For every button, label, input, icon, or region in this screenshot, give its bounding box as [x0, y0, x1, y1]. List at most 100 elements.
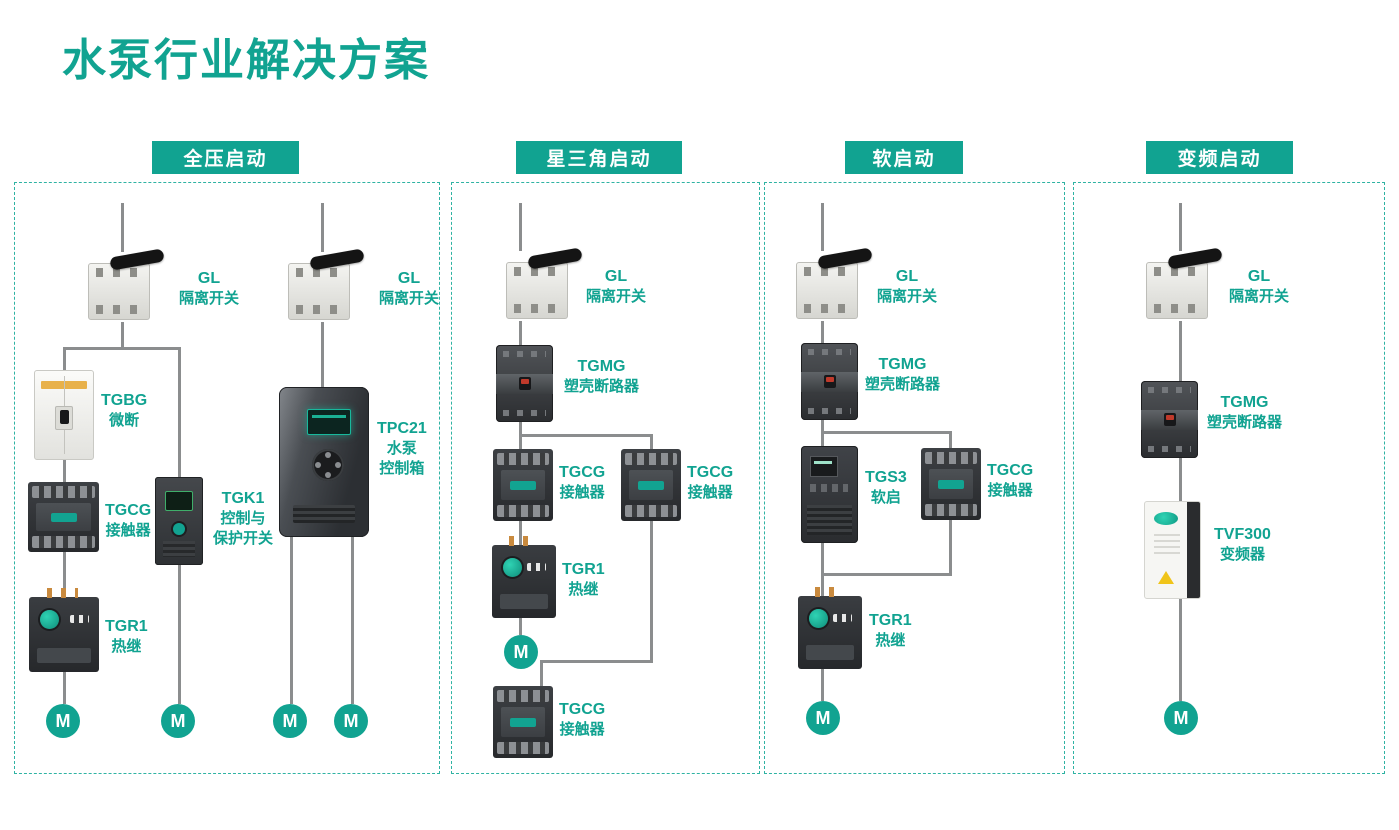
- tgs3-soft-starter: [801, 446, 858, 543]
- connector-line: [321, 322, 324, 387]
- connector-line: [650, 434, 653, 449]
- contactor-terminals: [497, 690, 549, 702]
- connector-line: [351, 537, 354, 704]
- connector-line: [519, 321, 522, 347]
- tgcg-contactor: [493, 686, 553, 758]
- connector-line: [519, 618, 522, 635]
- tgcg-contactor: [493, 449, 553, 521]
- brand-logo: [1154, 512, 1178, 525]
- contactor-terminals: [32, 486, 95, 498]
- header-star-delta-start: 星三角启动: [516, 141, 682, 174]
- terminal-pins: [47, 588, 78, 598]
- vent-grille: [293, 505, 355, 523]
- gl-isolation-switch: [86, 248, 165, 322]
- connector-line: [821, 431, 824, 446]
- panel-soft-start: GL 隔离开关 TGMG 塑壳断路器 TGS3 软启: [764, 182, 1065, 774]
- connector-line: [290, 537, 293, 704]
- label-tvf300: TVF300 变频器: [1214, 526, 1271, 563]
- label-tgcg: TGCG 接触器: [987, 462, 1034, 499]
- display-screen: [165, 491, 193, 511]
- connector-line: [821, 573, 824, 596]
- connector-line: [821, 203, 824, 251]
- tgr1-thermal-relay: [798, 587, 862, 669]
- tgbg-mini-breaker: [34, 370, 94, 460]
- terminal-pins: [508, 536, 537, 546]
- connector-line: [540, 660, 653, 663]
- connector-line: [821, 420, 824, 431]
- connector-line: [178, 347, 181, 477]
- connector-line: [519, 434, 522, 449]
- brand-plate: [938, 480, 964, 489]
- panel-full-voltage-start: GL 隔离开关 TGBG 微断 TGCG 接触器: [14, 182, 440, 774]
- terminal-strip: [804, 304, 848, 313]
- tpc21-pump-control-box: [279, 387, 369, 537]
- label-gl: GL 隔离开关: [179, 270, 240, 307]
- page-title: 水泵行业解决方案: [62, 36, 430, 85]
- tgcg-contactor: [28, 482, 99, 552]
- motor-node: M: [806, 701, 840, 735]
- connector-line: [821, 431, 952, 434]
- brand-plate: [510, 718, 536, 727]
- connector-line: [63, 460, 66, 482]
- label-tgcg-main: TGCG 接触器: [559, 464, 606, 501]
- label-tgs3: TGS3 软启: [865, 469, 907, 506]
- connector-line: [821, 543, 824, 576]
- label-tgmg: TGMG 塑壳断路器: [564, 358, 640, 395]
- tgr1-thermal-relay: [29, 588, 99, 672]
- tgr1-thermal-relay: [492, 536, 556, 618]
- connector-line: [949, 431, 952, 448]
- label-gl: GL 隔离开关: [1229, 268, 1290, 305]
- motor-node: M: [504, 635, 538, 669]
- terminal-pins: [814, 587, 843, 597]
- keypad: [810, 484, 848, 492]
- keypad: [312, 449, 344, 481]
- label-tgr1: TGR1 热继: [869, 612, 912, 649]
- terminal-strip: [96, 268, 140, 277]
- connector-line: [519, 521, 522, 545]
- tvf300-frequency-inverter: [1144, 501, 1201, 599]
- connector-line: [1179, 458, 1182, 501]
- terminal-strip: [96, 305, 140, 314]
- label-tgcg-delta: TGCG 接触器: [687, 464, 734, 501]
- gl-isolation-switch: [286, 248, 365, 322]
- connector-line: [1179, 203, 1182, 251]
- contactor-terminals: [925, 452, 977, 464]
- vent-grille: [807, 505, 852, 535]
- adjust-dial: [503, 558, 522, 577]
- vent-grille: [163, 541, 195, 557]
- contactor-terminals: [625, 505, 677, 517]
- connector-line: [650, 521, 653, 660]
- terminal-strip: [1154, 304, 1198, 313]
- motor-node: M: [334, 704, 368, 738]
- brand-plate: [510, 481, 536, 490]
- motor-node: M: [46, 704, 80, 738]
- contactor-terminals: [497, 505, 549, 517]
- connector-line: [821, 321, 824, 343]
- panel-vfd-start: GL 隔离开关 TGMG 塑壳断路器 TVF300 变频器 M: [1073, 182, 1385, 774]
- terminal-strip: [514, 267, 558, 276]
- connector-line: [63, 347, 181, 350]
- breaker-toggle: [1163, 413, 1176, 426]
- connector-line: [178, 565, 181, 704]
- power-button: [173, 523, 185, 535]
- tgmg-molded-case-breaker: [1141, 381, 1198, 458]
- motor-node: M: [273, 704, 307, 738]
- connector-line: [321, 203, 324, 252]
- header-soft-start: 软启动: [845, 141, 963, 174]
- brand-plate: [638, 481, 664, 490]
- motor-node: M: [1164, 701, 1198, 735]
- connector-line: [121, 203, 124, 252]
- terminal-strip: [804, 267, 848, 276]
- terminal-strip: [1154, 267, 1198, 276]
- breaker-toggle: [823, 375, 836, 388]
- contactor-terminals: [925, 504, 977, 516]
- connector-line: [949, 520, 952, 576]
- display-screen: [307, 409, 351, 435]
- header-full-voltage-start: 全压启动: [152, 141, 299, 174]
- label-gl: GL 隔离开关: [379, 270, 440, 307]
- connector-line: [821, 573, 952, 576]
- display-screen: [810, 456, 838, 477]
- terminal-strip: [514, 304, 558, 313]
- connector-line: [121, 322, 124, 349]
